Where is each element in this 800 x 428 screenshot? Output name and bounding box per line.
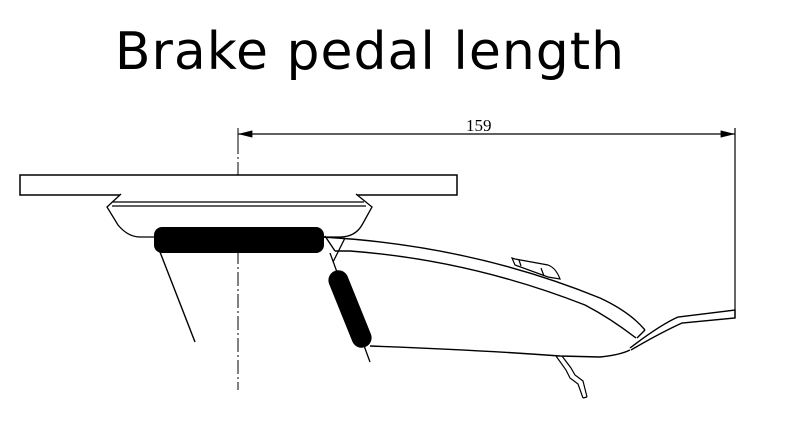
pedal-tip	[629, 309, 736, 351]
dimension-label: 159	[466, 116, 492, 135]
mount-plate	[19, 174, 458, 196]
dimension-line	[237, 128, 736, 318]
pedal-rod	[159, 251, 196, 343]
diagram-title: Brake pedal length	[114, 22, 626, 82]
pedal-arm	[321, 235, 646, 358]
bottom-clip	[555, 355, 588, 399]
return-spring	[328, 237, 372, 363]
pivot-bushing	[154, 227, 324, 253]
pedal-tab	[510, 257, 561, 280]
